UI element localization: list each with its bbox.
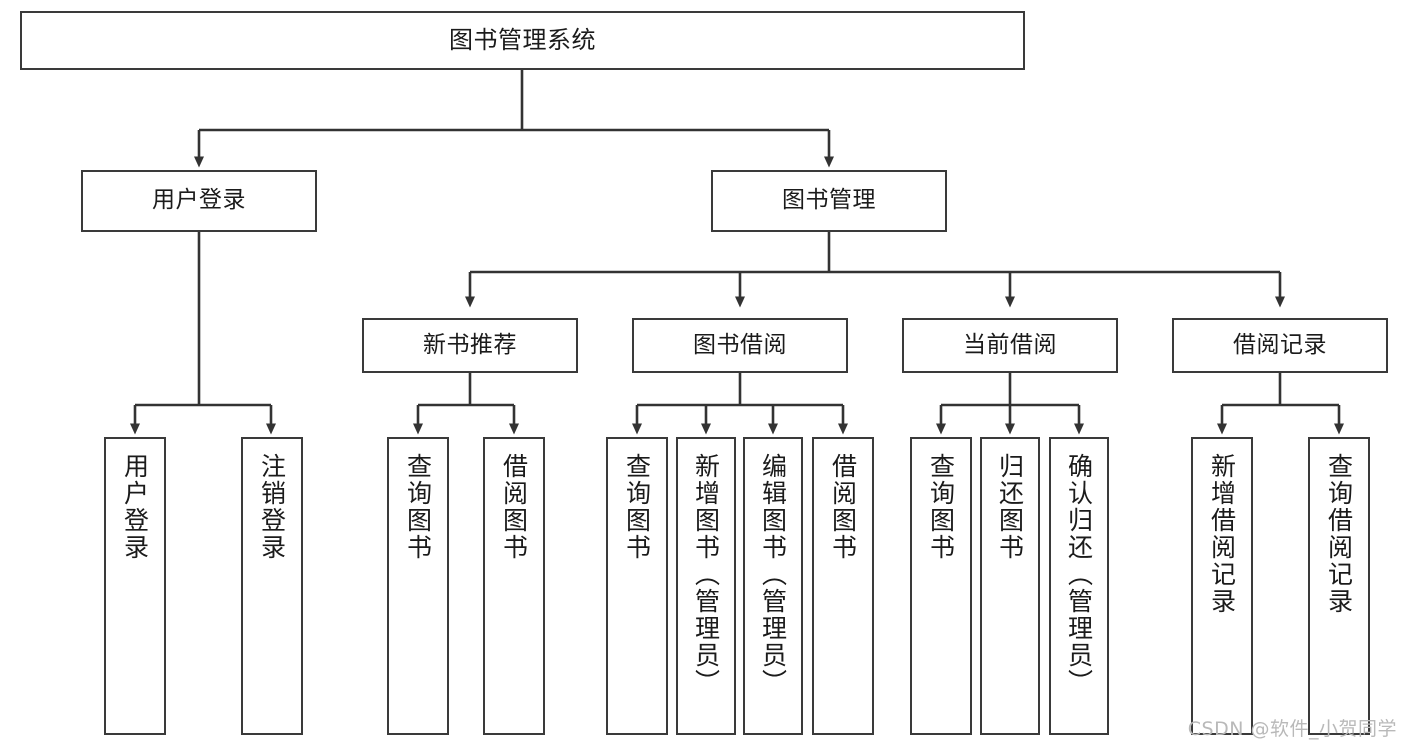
node-label: 查询借阅记录 <box>1324 453 1354 615</box>
leaf-add-borrow-record[interactable]: 新增借阅记录 <box>1191 437 1253 735</box>
leaf-query-book-newbook[interactable]: 查询图书 <box>387 437 449 735</box>
leaf-user-login[interactable]: 用户登录 <box>104 437 166 735</box>
node-label: 归还图书 <box>995 453 1025 561</box>
leaf-borrow-book-newbook[interactable]: 借阅图书 <box>483 437 545 735</box>
leaf-confirm-return-admin[interactable]: 确认归还（管理员） <box>1049 437 1109 735</box>
watermark-text: CSDN @软件_小贺同学 <box>1187 718 1397 740</box>
node-label: 查询图书 <box>926 453 956 561</box>
leaf-query-book-borrow[interactable]: 查询图书 <box>606 437 668 735</box>
node-label: 注销登录 <box>257 453 287 561</box>
leaf-query-book-current[interactable]: 查询图书 <box>910 437 972 735</box>
node-book-management[interactable]: 图书管理 <box>711 170 947 232</box>
node-root-system[interactable]: 图书管理系统 <box>20 11 1025 70</box>
node-label: 用户登录 <box>152 187 246 214</box>
node-label: 借阅图书 <box>828 453 858 561</box>
leaf-return-book[interactable]: 归还图书 <box>980 437 1040 735</box>
node-label: 借阅记录 <box>1233 331 1327 358</box>
node-book-borrow[interactable]: 图书借阅 <box>632 318 848 373</box>
node-borrow-record[interactable]: 借阅记录 <box>1172 318 1388 373</box>
node-label: 借阅图书 <box>499 453 529 561</box>
node-user-login[interactable]: 用户登录 <box>81 170 317 232</box>
node-label: 新增图书（管理员） <box>691 453 721 696</box>
node-label: 查询图书 <box>622 453 652 561</box>
node-label: 图书管理 <box>782 187 876 214</box>
node-label: 图书借阅 <box>693 331 787 358</box>
leaf-query-borrow-record[interactable]: 查询借阅记录 <box>1308 437 1370 735</box>
node-label: 用户登录 <box>120 453 150 561</box>
node-new-book-recommend[interactable]: 新书推荐 <box>362 318 578 373</box>
leaf-logout[interactable]: 注销登录 <box>241 437 303 735</box>
leaf-edit-book-admin[interactable]: 编辑图书（管理员） <box>743 437 803 735</box>
node-label: 编辑图书（管理员） <box>758 453 788 696</box>
node-label: 确认归还（管理员） <box>1064 453 1094 696</box>
node-current-borrow[interactable]: 当前借阅 <box>902 318 1118 373</box>
leaf-add-book-admin[interactable]: 新增图书（管理员） <box>676 437 736 735</box>
node-label: 图书管理系统 <box>449 26 596 55</box>
node-label: 查询图书 <box>403 453 433 561</box>
node-label: 当前借阅 <box>963 331 1057 358</box>
leaf-borrow-book[interactable]: 借阅图书 <box>812 437 874 735</box>
node-label: 新书推荐 <box>423 331 517 358</box>
node-label: 新增借阅记录 <box>1207 453 1237 615</box>
